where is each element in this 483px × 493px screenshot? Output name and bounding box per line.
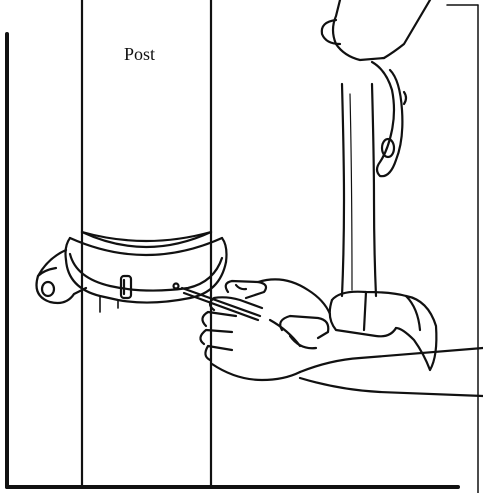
post [82, 0, 211, 487]
hammer [280, 0, 436, 370]
lower-hand [182, 279, 483, 396]
collar-bracket [37, 238, 227, 312]
post-label: Post [124, 44, 155, 65]
frame [7, 5, 478, 493]
